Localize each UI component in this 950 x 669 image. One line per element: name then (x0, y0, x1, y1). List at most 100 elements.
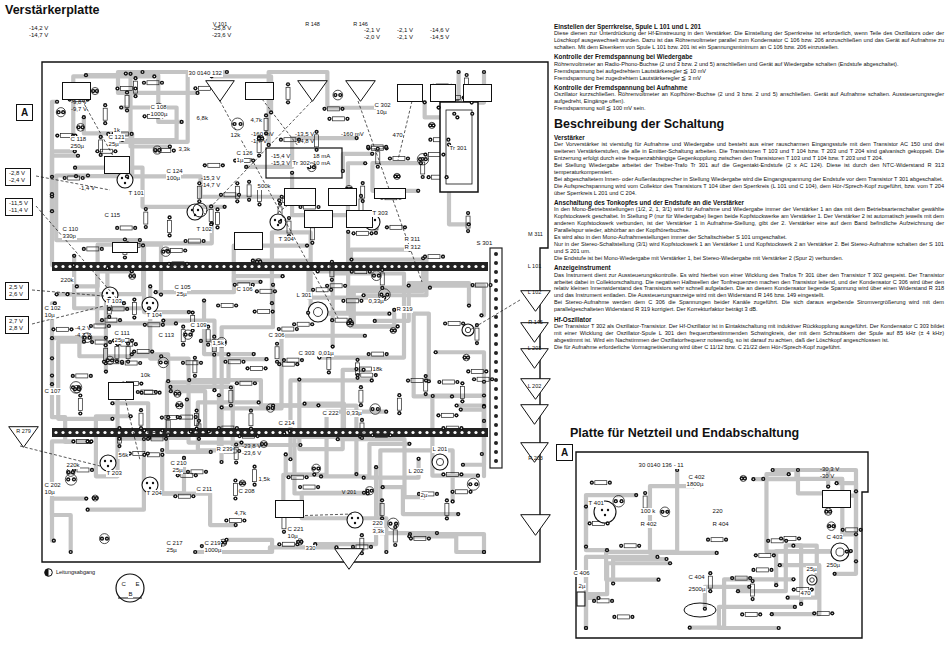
pad-hole (183, 326, 184, 327)
resistor-symbol (258, 310, 270, 314)
leader-lines (20, 99, 520, 516)
pad-hole (342, 170, 343, 171)
solder-pad (229, 385, 233, 389)
solder-pad (619, 544, 623, 548)
pad-hole (245, 166, 246, 167)
switch-pad (494, 396, 498, 400)
pad-hole (282, 275, 283, 276)
solder-pad (351, 231, 355, 235)
transistor-symbol (142, 297, 158, 313)
copper-trace (372, 163, 420, 191)
solder-pad (207, 429, 211, 433)
strip-pad (432, 265, 435, 268)
solder-pad (421, 175, 425, 179)
pad-hole (377, 408, 378, 409)
solder-pad (460, 381, 464, 385)
pad-hole (254, 383, 255, 384)
solder-pad (374, 373, 378, 377)
pad-hole (381, 294, 382, 295)
solder-pad (52, 539, 56, 543)
pad-hole (279, 363, 280, 364)
resistor-symbol (292, 475, 304, 479)
solder-pad (455, 380, 459, 384)
pad-hole (362, 200, 363, 201)
copper-trace (86, 75, 182, 122)
pad-hole (183, 344, 184, 345)
solder-pad (457, 70, 461, 74)
resistor-symbol (100, 149, 112, 153)
resistor-symbol (249, 414, 253, 426)
copper-trace (131, 74, 170, 147)
pad-hole (126, 176, 127, 177)
solder-pad (282, 358, 286, 362)
resistor-symbol (355, 270, 367, 274)
pad-hole (198, 438, 199, 439)
pad-hole (214, 336, 215, 337)
solder-pad (656, 578, 660, 582)
pad-hole (144, 116, 145, 117)
pad-hole (329, 118, 330, 119)
pad-hole (183, 457, 184, 458)
resistor-symbol (357, 231, 369, 235)
pad-hole (96, 90, 97, 91)
resistor-symbol (759, 553, 771, 557)
solder-pad (185, 262, 189, 266)
solder-pad (295, 362, 299, 366)
pad-hole (394, 309, 395, 310)
solder-pad (184, 333, 188, 337)
pad-hole (276, 361, 277, 362)
pad-hole (407, 380, 408, 381)
solder-pad (643, 491, 647, 495)
solder-pad (173, 494, 177, 498)
pad-hole (148, 308, 149, 309)
solder-pad (166, 415, 170, 419)
solder-pad (424, 378, 428, 382)
pad-hole (265, 368, 266, 369)
pad-hole (101, 538, 102, 539)
solder-pad (824, 510, 828, 514)
pad-hole (425, 154, 426, 155)
pad-hole (347, 118, 348, 119)
solder-pad (467, 222, 471, 226)
pad-hole (351, 259, 352, 260)
pad-hole (170, 390, 171, 391)
pad-hole (108, 325, 109, 326)
solder-pad (95, 149, 99, 153)
solder-pad (459, 426, 463, 430)
solder-pad (359, 403, 363, 407)
solder-pad (191, 329, 195, 333)
solder-pad (427, 175, 431, 179)
solder-pad (84, 497, 88, 501)
copper-trace (57, 268, 108, 294)
solder-pad (362, 491, 366, 495)
capacitor-symbol (825, 508, 832, 515)
solder-pad (132, 316, 136, 320)
pad-hole (161, 82, 162, 83)
pad-hole (97, 151, 98, 152)
pad-hole (240, 483, 241, 484)
switch-pad (494, 351, 498, 355)
pad-hole (139, 362, 140, 363)
solder-pad (423, 255, 427, 259)
pad-hole (372, 435, 373, 436)
pad-hole (57, 135, 58, 136)
solder-pad (828, 510, 832, 514)
pad-hole (290, 459, 291, 460)
pad-hole (80, 413, 81, 414)
pad-hole (224, 206, 225, 207)
pad-hole (100, 136, 101, 137)
solder-pad (235, 181, 239, 185)
solder-pad (125, 108, 129, 112)
switch-pad (494, 324, 498, 328)
solder-pad (655, 555, 659, 559)
pad-hole (259, 261, 260, 262)
switch-pad (494, 423, 498, 427)
pad-hole (155, 391, 156, 392)
solder-pad (316, 205, 320, 209)
pad-hole (409, 443, 410, 444)
solder-pad (234, 460, 238, 464)
strip-pad (145, 265, 148, 268)
solder-pad (130, 132, 134, 136)
pad-hole (250, 410, 251, 411)
strip-pad (383, 431, 386, 434)
